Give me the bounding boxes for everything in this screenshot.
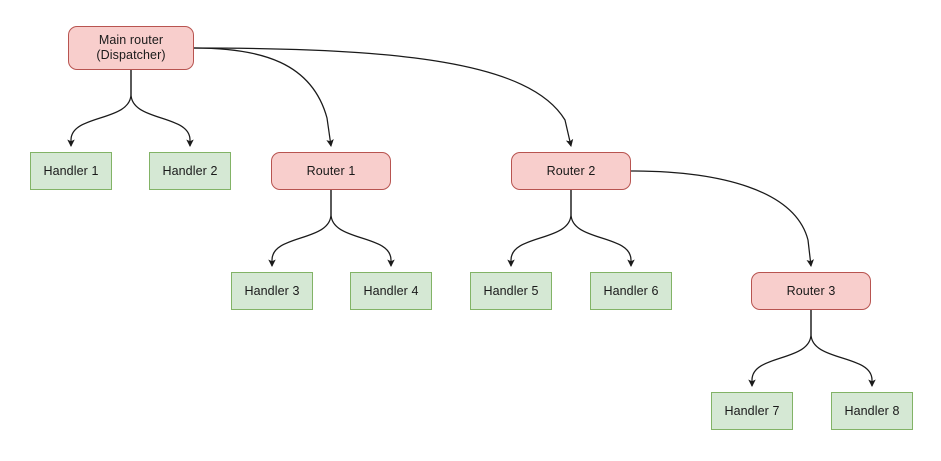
- node-handler-5[interactable]: Handler 5: [470, 272, 552, 310]
- edge-router-1-to-handler-3: [268, 190, 332, 268]
- edge-main-to-router-1: [193, 47, 334, 147]
- node-main-router[interactable]: Main router (Dispatcher): [68, 26, 194, 70]
- node-handler-2[interactable]: Handler 2: [149, 152, 231, 190]
- edge-router-1-to-handler-4: [330, 190, 395, 268]
- edge-router-2-to-handler-6: [570, 190, 635, 268]
- node-router-1[interactable]: Router 1: [271, 152, 391, 190]
- node-handler-8[interactable]: Handler 8: [831, 392, 913, 430]
- node-router-2[interactable]: Router 2: [511, 152, 631, 190]
- edge-main-to-handler-1: [67, 70, 132, 148]
- edge-main-to-handler-2: [130, 70, 194, 148]
- node-handler-3[interactable]: Handler 3: [231, 272, 313, 310]
- node-router-3[interactable]: Router 3: [751, 272, 871, 310]
- edge-router-3-to-handler-7: [748, 310, 812, 388]
- edge-router-2-to-router-3: [630, 170, 814, 267]
- edge-main-to-router-2: [193, 47, 574, 147]
- node-handler-7[interactable]: Handler 7: [711, 392, 793, 430]
- node-handler-1[interactable]: Handler 1: [30, 152, 112, 190]
- node-handler-4[interactable]: Handler 4: [350, 272, 432, 310]
- node-handler-6[interactable]: Handler 6: [590, 272, 672, 310]
- edge-router-2-to-handler-5: [507, 190, 572, 268]
- edge-router-3-to-handler-8: [810, 310, 876, 388]
